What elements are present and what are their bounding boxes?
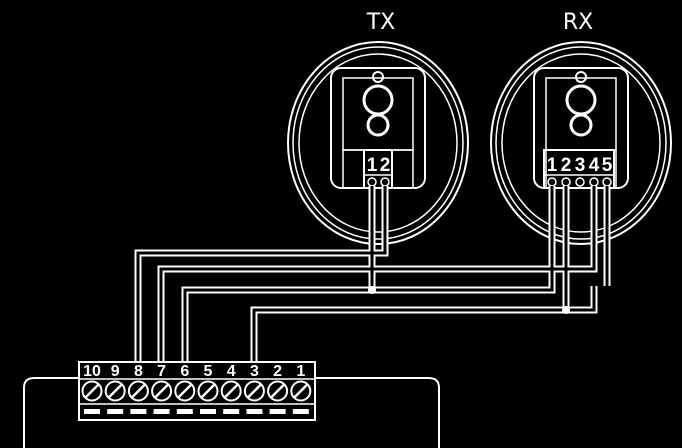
- terminal-number: 3: [250, 363, 259, 380]
- terminal-number: 5: [204, 363, 213, 380]
- wire-rx5-to-terminal-3: [250, 286, 598, 362]
- screw-terminal-icon: [104, 380, 126, 414]
- rx-label: RX: [563, 10, 593, 35]
- terminal-number: 9: [111, 363, 120, 380]
- tx-terminal-numbers: 1 2: [367, 155, 391, 176]
- screw-terminal-icon: [243, 380, 265, 414]
- terminal-number: 7: [157, 363, 166, 380]
- terminal-number: 8: [134, 363, 143, 380]
- rx-photocell: RX 1 2 3 4 5: [490, 10, 672, 245]
- screw-terminal-icon: [290, 380, 312, 414]
- tx-terminal-number: 1: [367, 155, 378, 176]
- screw-terminal-icon: [267, 380, 289, 414]
- photocell-housing-icon: [287, 41, 469, 245]
- terminal-number: 10: [83, 363, 101, 380]
- terminal-number: 6: [180, 363, 189, 380]
- rx-terminal-number: 1: [547, 155, 558, 176]
- photocell-housing-icon: [490, 41, 672, 245]
- screw-terminal-icon: [127, 380, 149, 414]
- screw-terminal-icon: [81, 380, 103, 414]
- wire-tx2-to-terminal-8: [134, 186, 389, 362]
- rx-terminal-number: 3: [575, 155, 586, 176]
- screw-terminal-icon: [174, 380, 196, 414]
- tx-label: TX: [366, 10, 396, 35]
- rx-terminal-number: 5: [602, 155, 613, 176]
- screw-terminal-icon: [197, 380, 219, 414]
- terminal-number: 2: [273, 363, 282, 380]
- terminal-number: 4: [227, 363, 236, 380]
- junction-dots: [368, 286, 570, 314]
- terminal-screws: [81, 380, 312, 414]
- rx-terminal-number: 4: [589, 155, 600, 176]
- wiring: [134, 186, 611, 362]
- tx-photocell: TX 1 2: [287, 10, 469, 245]
- tx-terminal-number: 2: [380, 155, 391, 176]
- screw-terminal-icon: [220, 380, 242, 414]
- wire-rx4-to-terminal-7: [157, 186, 598, 362]
- rx-terminal-number: 2: [561, 155, 572, 176]
- screw-terminal-icon: [151, 380, 173, 414]
- rx-terminal-numbers: 1 2 3 4 5: [547, 155, 613, 176]
- terminal-number: 1: [296, 363, 305, 380]
